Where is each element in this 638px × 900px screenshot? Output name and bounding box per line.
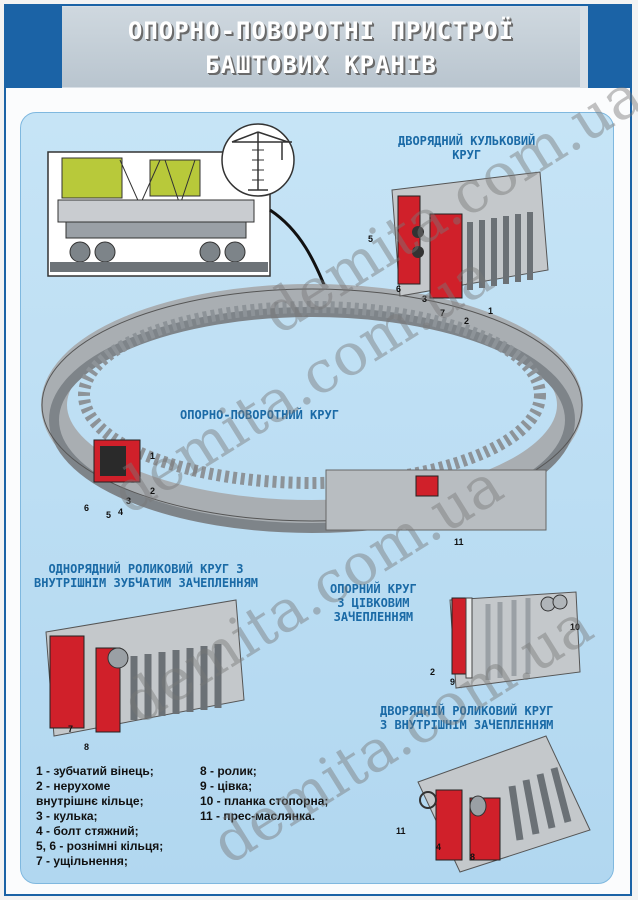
callout-number: 11 [454,537,464,547]
callout-number: 2 [150,486,156,496]
callout-number: 3 [126,496,132,506]
pin-gear-picture [449,591,581,689]
callout-number: 2 [464,316,470,326]
slewing-ring-picture [41,284,583,533]
callout-number: 8 [470,852,476,862]
title-line-2: БАШТОВИХ КРАНІВ [205,51,437,79]
legend-item: 2 - нерухоме [36,779,111,793]
legend-item: 4 - болт стяжний; [36,824,139,838]
caption-pin-gear-line-2: З ЦІВКОВИМ [337,596,410,610]
legend-item: 7 - ущільнення; [36,854,128,868]
legend-item: 3 - кулька; [36,809,98,823]
caption-pin-gear-line-1: ОПОРНИЙ КРУГ [330,582,417,596]
title-banner: ОПОРНО-ПОВОРОТНІ ПРИСТРОЇ БАШТОВИХ КРАНІ… [62,7,580,87]
caption-roller-single-line-1: ОДНОРЯДНИЙ РОЛИКОВИЙ КРУГ З [48,562,244,576]
tower-crane-icon [221,123,295,197]
legend-item: 8 - ролик; [200,764,257,778]
caption-ball-ring-line-1: ДВОРЯДНИЙ КУЛЬКОВИЙ [398,134,536,148]
callout-number: 11 [396,826,406,836]
callout-number: 8 [84,742,90,752]
caption-slewing-ring-line-1: ОПОРНО-ПОВОРОТНИЙ КРУГ [180,408,339,422]
legend-column-2: 8 - ролик; 9 - цівка; 10 - планка стопор… [200,764,328,824]
callout-number: 10 [570,622,581,632]
caption-roller-double-line-1: ДВОРЯДНІЙ РОЛИКОВИЙ КРУГ [380,704,554,718]
callout-number: 1 [150,451,156,461]
caption-roller-single: ОДНОРЯДНИЙ РОЛИКОВИЙ КРУГ З ВНУТРІШНІМ З… [34,562,258,590]
caption-roller-single-line-2: ВНУТРІШНІМ ЗУБЧАТИМ ЗАЧЕПЛЕННЯМ [34,576,258,590]
caption-roller-double-line-2: З ВНУТРІШНІМ ЗАЧЕПЛЕННЯМ [380,718,554,732]
caption-slewing-ring: ОПОРНО-ПОВОРОТНИЙ КРУГ [180,408,339,422]
caption-pin-gear: ОПОРНИЙ КРУГ З ЦІВКОВИМ ЗАЧЕПЛЕННЯМ [330,582,417,624]
callout-number: 4 [436,842,442,852]
caption-ball-ring: ДВОРЯДНИЙ КУЛЬКОВИЙ КРУГ [398,134,535,162]
caption-roller-double: ДВОРЯДНІЙ РОЛИКОВИЙ КРУГ З ВНУТРІШНІМ ЗА… [380,704,553,732]
roller-single-picture [45,599,245,737]
caption-pin-gear-line-3: ЗАЧЕПЛЕННЯМ [333,610,414,624]
callout-number: 1 [488,306,494,316]
callout-number: 6 [84,503,90,513]
callout-number: 5 [368,234,374,244]
callout-number: 9 [450,677,456,687]
callout-number: 4 [118,507,124,517]
caption-ball-ring-line-2: КРУГ [452,148,482,162]
legend-item: 5, 6 - рознімні кільця; [36,839,164,853]
callout-number: 2 [430,667,436,677]
legend-item: 1 - зубчатий вінець; [36,764,154,778]
callout-number: 7 [68,724,74,734]
roller-double-picture [417,735,591,873]
ball-ring-section-picture [391,171,549,299]
legend-column-1: 1 - зубчатий вінець; 2 - нерухоме внутрі… [36,764,163,869]
legend-item: внутрішнє кільце; [36,794,144,808]
callout-number: 3 [422,294,428,304]
legend-item: 10 - планка стопорна; [200,794,329,808]
callout-number: 5 [106,510,112,520]
legend-item: 9 - цівка; [200,779,253,793]
title-line-1: ОПОРНО-ПОВОРОТНІ ПРИСТРОЇ [127,17,515,45]
callout-number: 7 [440,308,446,318]
callout-number: 6 [396,284,402,294]
legend-item: 11 - прес-маслянка. [200,809,316,823]
